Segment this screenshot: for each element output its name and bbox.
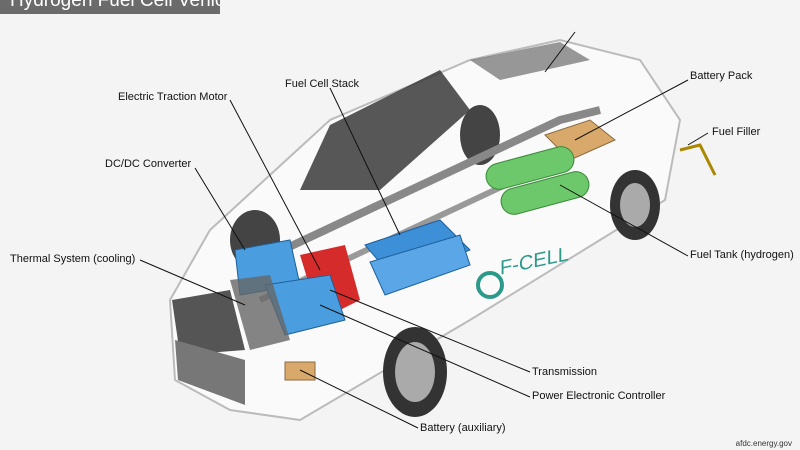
label-power-electronic-controller: Power Electronic Controller [532, 390, 666, 402]
label-transmission: Transmission [532, 366, 597, 378]
label-fuel-filler: Fuel Filler [712, 126, 761, 138]
watermark: afdc.energy.gov [735, 439, 792, 448]
windshield [300, 70, 470, 190]
label-dcdc-converter: DC/DC Converter [105, 158, 192, 170]
label-fuel-cell-stack: Fuel Cell Stack [285, 78, 359, 90]
label-fuel-tank: Fuel Tank (hydrogen) [690, 249, 794, 261]
fcell-logo [476, 271, 504, 299]
grille [172, 290, 245, 355]
label-battery-pack: Battery Pack [690, 70, 753, 82]
label-electric-traction-motor: Electric Traction Motor [118, 91, 228, 103]
aux-battery-shape [284, 361, 316, 381]
label-thermal-system: Thermal System (cooling) [10, 253, 136, 265]
diagram-title: Hydrogen Fuel Cell Vehicle [0, 0, 220, 14]
leader-lines [139, 31, 709, 429]
fuel-tanks [485, 146, 590, 215]
label-battery-auxiliary: Battery (auxiliary) [420, 422, 506, 434]
